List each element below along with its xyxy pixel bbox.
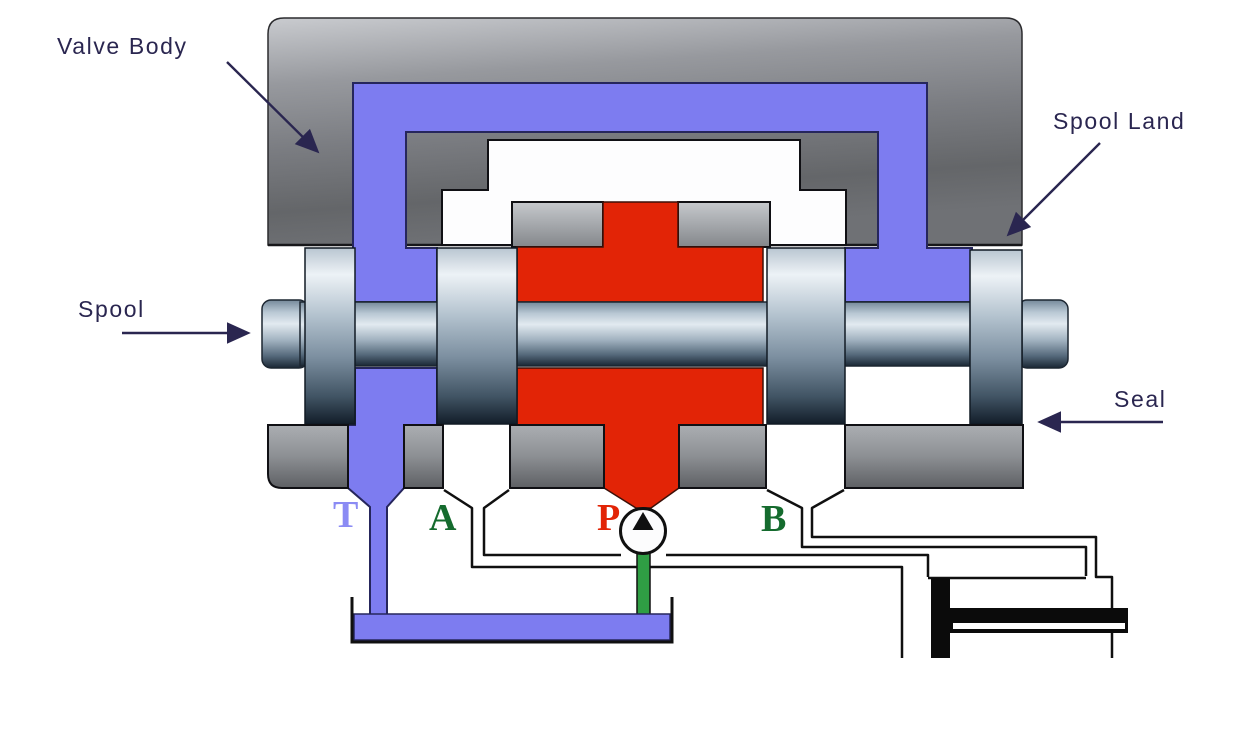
spool-label: Spool [78, 296, 145, 322]
cylinder-rod [950, 608, 1128, 633]
b-pipe-outer [810, 488, 1114, 658]
spool [261, 247, 1069, 425]
b-pipe-inner [766, 488, 1088, 576]
port-label-b: B [761, 498, 787, 540]
pressure-gallery-red [516, 201, 764, 509]
seal-label: Seal [1114, 386, 1167, 412]
pump-flow-triangle [632, 512, 654, 530]
port-label-p: P [597, 497, 621, 539]
valve-bottom-blocks [267, 424, 1024, 489]
tank-fluid [353, 613, 671, 641]
cylinder-rod-highlight [953, 623, 1125, 629]
spool-land-arrow [1006, 142, 1101, 237]
spool-right-stub [1017, 299, 1069, 369]
valve-body-label: Valve Body [57, 33, 188, 59]
reservoir-tank [350, 597, 674, 644]
t-port-channel-purple [347, 367, 438, 619]
cylinder-piston [931, 578, 950, 658]
a-pipe-inner-right [666, 553, 930, 577]
spool-land-2 [436, 247, 518, 425]
piping [443, 488, 1114, 658]
a-pipe-inner-left [482, 488, 621, 557]
cylinder-actuator [928, 576, 1128, 658]
pump-symbol [619, 507, 667, 555]
spool-land-label: Spool Land [1053, 108, 1186, 134]
a-pipe-outer [443, 488, 904, 658]
pump-suction-line [636, 550, 651, 622]
spool-land-1 [304, 247, 356, 425]
spool-shaft [299, 301, 1023, 367]
valve-body-arrow [226, 61, 320, 154]
port-label-t: T [333, 494, 359, 536]
spool-land-3 [766, 247, 846, 425]
port-label-a: A [429, 497, 457, 539]
annotation-arrows [122, 61, 1163, 433]
spool-land-4 [969, 249, 1023, 425]
